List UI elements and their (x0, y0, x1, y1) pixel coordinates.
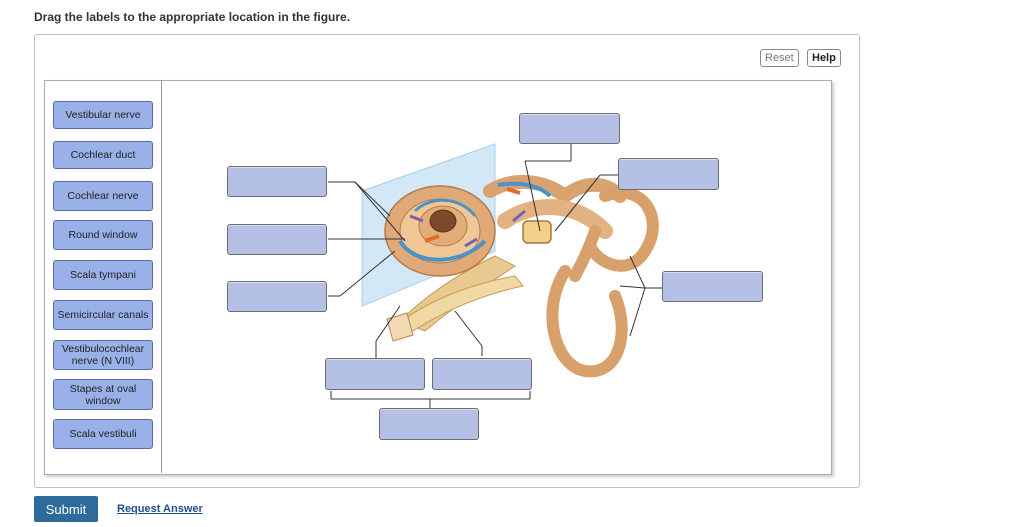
label-vestibular-nerve[interactable]: Vestibular nerve (53, 101, 153, 129)
label-scala-tympani[interactable]: Scala tympani (53, 260, 153, 290)
oval-window (523, 221, 551, 243)
label-semicircular-canals[interactable]: Semicircular canals (53, 300, 153, 330)
label-cochlear-duct[interactable]: Cochlear duct (53, 141, 153, 169)
drop-target-6[interactable] (662, 271, 763, 302)
label-cochlear-nerve[interactable]: Cochlear nerve (53, 181, 153, 211)
label-round-window[interactable]: Round window (53, 220, 153, 250)
semicircular-canal-lateral (552, 271, 621, 371)
submit-button[interactable]: Submit (34, 496, 98, 522)
label-stapes-at-oval-window[interactable]: Stapes at oval window (53, 379, 153, 410)
instruction-text: Drag the labels to the appropriate locat… (34, 10, 350, 24)
reset-button[interactable]: Reset (760, 49, 799, 67)
label-bank: Vestibular nerve Cochlear duct Cochlear … (44, 80, 162, 473)
drop-target-9[interactable] (379, 408, 479, 440)
help-button[interactable]: Help (807, 49, 841, 67)
label-vestibulocochlear-nerve[interactable]: Vestibulocochlear nerve (N VIII) (53, 340, 153, 370)
drop-target-2[interactable] (227, 224, 327, 255)
drop-target-8[interactable] (432, 358, 532, 390)
drop-target-4[interactable] (519, 113, 620, 144)
drop-target-3[interactable] (227, 281, 327, 312)
request-answer-link[interactable]: Request Answer (117, 503, 203, 515)
drop-target-1[interactable] (227, 166, 327, 197)
drop-target-5[interactable] (618, 158, 719, 190)
label-scala-vestibuli[interactable]: Scala vestibuli (53, 419, 153, 449)
drop-target-7[interactable] (325, 358, 425, 390)
